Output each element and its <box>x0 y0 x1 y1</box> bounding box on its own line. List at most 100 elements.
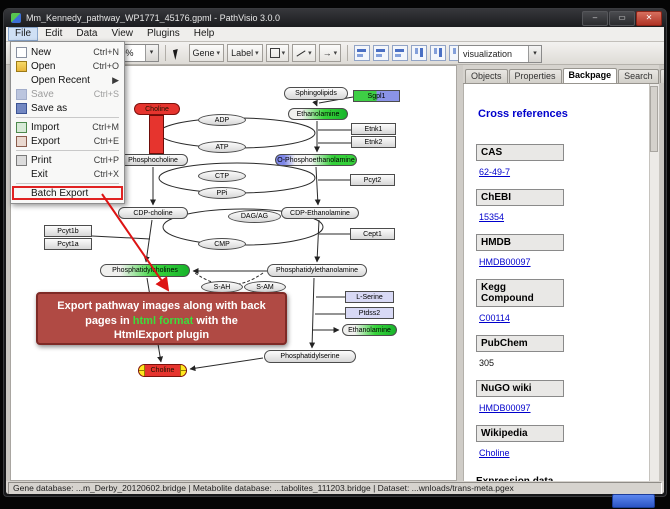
minimize-button[interactable]: – <box>582 10 608 26</box>
align-right-icon[interactable] <box>392 45 409 61</box>
tab-backpage[interactable]: Backpage <box>562 68 618 83</box>
pathway-node-sgpl1[interactable]: Sgpl1 <box>353 90 400 102</box>
menu-item-shortcut: Ctrl+O <box>92 61 119 71</box>
pathway-node-cept1[interactable]: Cept1 <box>350 228 395 240</box>
pathway-node-cmp[interactable]: CMP <box>198 238 246 250</box>
menu-item-open-recent[interactable]: Open Recent▶ <box>12 73 123 87</box>
title-bar[interactable]: Mm_Kennedy_pathway_WP1771_45176.gpml - P… <box>4 9 666 27</box>
highlighted-text: html format <box>132 314 194 327</box>
label-dropdown[interactable]: Label ▾ <box>227 44 263 62</box>
crossref-value[interactable]: C00114 <box>479 313 510 323</box>
selection-handle[interactable] <box>139 370 145 376</box>
pathway-node-pcyt1b[interactable]: Pcyt1b <box>44 225 92 237</box>
line-dropdown[interactable]: ▾ <box>292 44 316 62</box>
pathway-node-o-phosphoethanolamine[interactable]: O-Phosphoethanolamine <box>275 154 357 166</box>
pathway-node-pcyt1a[interactable]: Pcyt1a <box>44 238 92 250</box>
annotation-line: Export pathway images along with back <box>57 300 266 312</box>
crossref-value[interactable]: 15354 <box>479 212 505 222</box>
submenu-arrow-icon: ▶ <box>112 74 119 85</box>
align-center-icon[interactable] <box>373 45 390 61</box>
crossref-value[interactable]: HMDB00097 <box>479 403 531 413</box>
tab-objects[interactable]: Objects <box>465 69 508 83</box>
visualization-combo[interactable]: visualization ▾ <box>458 45 542 63</box>
export-icon <box>16 135 27 147</box>
menu-item-save-as[interactable]: Save as <box>12 101 123 115</box>
menu-view[interactable]: View <box>111 28 133 39</box>
pathway-node-l-serine[interactable]: L-Serine <box>345 291 394 303</box>
backpage-section-header: Kegg Compound <box>476 279 564 307</box>
pathway-node-ppi[interactable]: PPi <box>198 187 246 199</box>
connector-dropdown[interactable]: → ▾ <box>318 44 342 62</box>
pathway-node-phosphatidylcholines[interactable]: Phosphatidylcholines <box>100 264 190 277</box>
selection-tool-icon[interactable] <box>172 48 184 60</box>
pathway-node-chka-chkb[interactable] <box>149 115 164 154</box>
menu-item-shortcut: Ctrl+X <box>93 169 119 179</box>
pathway-node-etnk2[interactable]: Etnk2 <box>351 136 396 148</box>
tab-search[interactable]: Search <box>618 69 659 83</box>
tab-properties[interactable]: Properties <box>508 69 562 83</box>
close-button[interactable]: ✕ <box>636 10 662 26</box>
pathway-node-cdp-choline[interactable]: CDP-choline <box>118 207 188 219</box>
pathway-node-etnk1[interactable]: Etnk1 <box>351 123 396 135</box>
expression-data-header: Expression data <box>476 476 645 481</box>
scrollbar-thumb[interactable] <box>650 86 658 152</box>
pathway-node-phosphatidylethanolamine[interactable]: Phosphatidylethanolamine <box>267 264 367 277</box>
pathway-node-ethanolamine-2[interactable]: Ethanolamine <box>342 324 397 336</box>
pathway-node-ptdss2[interactable]: Ptdss2 <box>345 307 394 319</box>
pathway-node-ethanolamine[interactable]: Ethanolamine <box>288 108 348 120</box>
pathway-node-adp[interactable]: ADP <box>198 114 246 126</box>
pathvisio-window: Mm_Kennedy_pathway_WP1771_45176.gpml - P… <box>3 8 667 497</box>
align-top-icon[interactable] <box>411 45 428 61</box>
menu-item-batch-export[interactable]: Batch Export <box>12 186 123 200</box>
panel-scrollbar[interactable] <box>649 84 659 481</box>
chevron-down-icon: ▾ <box>281 50 286 57</box>
pathway-node-sphingolipids[interactable]: Sphingolipids <box>284 87 348 100</box>
menu-item-exit[interactable]: Exit Ctrl+X <box>12 167 123 181</box>
pathway-node-pcyt2[interactable]: Pcyt2 <box>350 174 395 186</box>
pathway-node-cdp-ethanolamine[interactable]: CDP-Ethanolamine <box>281 207 359 219</box>
menu-separator <box>16 117 119 118</box>
pathway-node-choline-2[interactable]: Choline <box>138 364 187 377</box>
menu-item-label: Save <box>31 88 54 100</box>
pathway-node-phosphocholine[interactable]: Phosphocholine <box>118 154 188 166</box>
shape-icon <box>269 48 280 58</box>
visualization-dropdown-icon[interactable]: ▾ <box>528 46 541 62</box>
maximize-button[interactable]: ▭ <box>609 10 635 26</box>
menu-edit[interactable]: Edit <box>45 28 63 39</box>
import-icon <box>16 121 27 133</box>
crossref-value[interactable]: HMDB00097 <box>479 257 531 267</box>
datanode-dropdown[interactable]: Gene ▾ <box>188 44 225 62</box>
crossref-value[interactable]: Choline <box>479 448 510 458</box>
shape-dropdown[interactable]: ▾ <box>265 44 290 62</box>
pathway-node-choline[interactable]: Choline <box>134 103 180 115</box>
pathway-node-phosphatidylserine[interactable]: Phosphatidylserine <box>264 350 356 363</box>
pathway-node-dag-ag[interactable]: DAG/AG <box>228 210 281 223</box>
selection-handle[interactable] <box>180 370 186 376</box>
menu-item-label: Exit <box>31 168 48 180</box>
pathway-node-atp[interactable]: ATP <box>198 141 246 153</box>
align-middle-icon[interactable] <box>430 45 447 61</box>
align-left-icon[interactable] <box>354 45 371 61</box>
panel-splitter[interactable] <box>457 65 463 481</box>
zoom-dropdown-icon[interactable]: ▾ <box>144 45 158 61</box>
menu-help[interactable]: Help <box>193 28 215 39</box>
menu-data[interactable]: Data <box>76 28 98 39</box>
chevron-down-icon: ▾ <box>308 50 312 57</box>
menu-item-shortcut: Ctrl+N <box>93 47 119 57</box>
menu-plugins[interactable]: Plugins <box>146 28 180 39</box>
pathway-node-ctp[interactable]: CTP <box>198 170 246 182</box>
menu-file[interactable]: File <box>8 27 39 41</box>
side-panel: ObjectsPropertiesBackpageSearchLegend Cr… <box>463 65 664 481</box>
tab-legend[interactable]: Legend <box>659 69 664 83</box>
crossref-value[interactable]: 62-49-7 <box>479 167 511 177</box>
